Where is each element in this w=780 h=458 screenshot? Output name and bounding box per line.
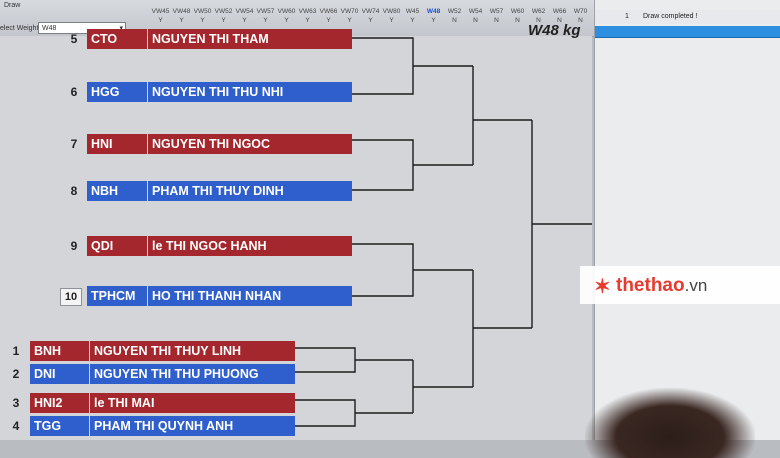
weight-select-value: W48 bbox=[42, 25, 57, 32]
log-row-number: 1 bbox=[625, 13, 629, 20]
tab-vw74[interactable]: VW74 bbox=[361, 8, 380, 15]
tab-status: N bbox=[452, 17, 457, 24]
tab-status: Y bbox=[431, 17, 436, 24]
tab-status: Y bbox=[221, 17, 226, 24]
tab-vw66[interactable]: VW66 bbox=[319, 8, 338, 15]
tab-w70[interactable]: W70 bbox=[573, 8, 588, 15]
log-row[interactable]: 1 Draw completed ! bbox=[595, 10, 780, 24]
seed-number: 3 bbox=[12, 396, 20, 410]
tab-w66[interactable]: W66 bbox=[552, 8, 567, 15]
seed-number: 5 bbox=[70, 32, 78, 46]
tab-status: Y bbox=[263, 17, 268, 24]
seed-number: 4 bbox=[12, 419, 20, 433]
select-weight-label: elect Weight bbox=[0, 25, 39, 32]
tab-vw54[interactable]: VW54 bbox=[235, 8, 254, 15]
seed-number: 2 bbox=[12, 367, 20, 381]
seed-number: 8 bbox=[70, 184, 78, 198]
tab-status: Y bbox=[200, 17, 205, 24]
tab-status: N bbox=[536, 17, 541, 24]
team-code[interactable]: HNI2 bbox=[30, 393, 89, 413]
tab-status: Y bbox=[179, 17, 184, 24]
team-code[interactable]: CTO bbox=[87, 29, 147, 49]
tab-vw57[interactable]: VW57 bbox=[256, 8, 275, 15]
tab-status: Y bbox=[158, 17, 163, 24]
athlete-name[interactable]: HO THI THANH NHAN bbox=[148, 286, 352, 306]
seed-number: 6 bbox=[70, 85, 78, 99]
tab-w48[interactable]: W48 bbox=[426, 8, 441, 15]
tab-vw48[interactable]: VW48 bbox=[172, 8, 191, 15]
team-code[interactable]: BNH bbox=[30, 341, 89, 361]
tab-status: Y bbox=[347, 17, 352, 24]
athlete-name[interactable]: NGUYEN THI THUY LINH bbox=[90, 341, 295, 361]
foreground-plant bbox=[585, 388, 755, 458]
tab-vw50[interactable]: VW50 bbox=[193, 8, 212, 15]
bracket-line-9-10 bbox=[352, 243, 414, 297]
bracket-line-3-4 bbox=[295, 399, 356, 427]
tab-vw60[interactable]: VW60 bbox=[277, 8, 296, 15]
tab-w60[interactable]: W60 bbox=[510, 8, 525, 15]
seed-number: 10 bbox=[60, 288, 82, 306]
brand-suffix: .vn bbox=[684, 276, 708, 295]
weight-tabs-status: YYYYYYYYYYYYYYNNNNNNNN bbox=[150, 17, 612, 24]
tab-status: N bbox=[515, 17, 520, 24]
tab-status: Y bbox=[326, 17, 331, 24]
tab-w45[interactable]: W45 bbox=[405, 8, 420, 15]
athlete-name[interactable]: PHAM THI QUYNH ANH bbox=[90, 416, 295, 436]
athlete-name[interactable]: NGUYEN THI NGOC bbox=[148, 134, 352, 154]
chevron-down-icon: ▾ bbox=[119, 23, 123, 35]
log-panel: 1 Draw completed ! bbox=[594, 0, 780, 440]
tab-status: N bbox=[557, 17, 562, 24]
tab-status: Y bbox=[368, 17, 373, 24]
team-code[interactable]: HGG bbox=[87, 82, 147, 102]
bracket-lines bbox=[295, 37, 592, 427]
athlete-name[interactable]: NGUYEN THI THU NHI bbox=[148, 82, 352, 102]
athlete-name[interactable]: NGUYEN THI THAM bbox=[148, 29, 352, 49]
tab-status: N bbox=[494, 17, 499, 24]
draw-label: Draw bbox=[4, 2, 21, 9]
tab-vw52[interactable]: VW52 bbox=[214, 8, 233, 15]
bracket-line-1-2 bbox=[295, 347, 356, 373]
brand-main: thethao bbox=[616, 275, 685, 296]
team-code[interactable]: QDI bbox=[87, 236, 147, 256]
athlete-name[interactable]: PHAM THI THUY DINH bbox=[148, 181, 352, 201]
tab-w57[interactable]: W57 bbox=[489, 8, 504, 15]
log-selection-bar[interactable] bbox=[595, 26, 780, 38]
team-code[interactable]: TPHCM bbox=[87, 286, 147, 306]
seed-number: 1 bbox=[12, 344, 20, 358]
team-code[interactable]: TGG bbox=[30, 416, 89, 436]
tab-vw80[interactable]: VW80 bbox=[382, 8, 401, 15]
team-code[interactable]: DNI bbox=[30, 364, 89, 384]
bracket-line-5-6 bbox=[352, 37, 414, 95]
tab-w52[interactable]: W52 bbox=[447, 8, 462, 15]
athlete-name[interactable]: NGUYEN THI THU PHUONG bbox=[90, 364, 295, 384]
tab-status: N bbox=[578, 17, 583, 24]
tab-w54[interactable]: W54 bbox=[468, 8, 483, 15]
team-code[interactable]: HNI bbox=[87, 134, 147, 154]
team-code[interactable]: NBH bbox=[87, 181, 147, 201]
tab-vw45[interactable]: VW45 bbox=[151, 8, 170, 15]
tab-w62[interactable]: W62 bbox=[531, 8, 546, 15]
tab-vw63[interactable]: VW63 bbox=[298, 8, 317, 15]
seed-number: 9 bbox=[70, 239, 78, 253]
watermark-text: thethao.vn bbox=[616, 275, 707, 297]
tab-status: N bbox=[473, 17, 478, 24]
bracket-title: W48 kg bbox=[528, 22, 581, 39]
bracket-line-7-8 bbox=[352, 139, 414, 191]
watermark-logo: ✶ thethao.vn bbox=[580, 266, 780, 304]
tab-status: Y bbox=[305, 17, 310, 24]
seed-number: 7 bbox=[70, 137, 78, 151]
tab-status: Y bbox=[410, 17, 415, 24]
tab-status: Y bbox=[242, 17, 247, 24]
tab-status: Y bbox=[284, 17, 289, 24]
log-message: Draw completed ! bbox=[643, 13, 698, 20]
star-logo-icon: ✶ bbox=[594, 276, 611, 298]
tab-vw70[interactable]: VW70 bbox=[340, 8, 359, 15]
athlete-name[interactable]: le THI NGOC HANH bbox=[148, 236, 352, 256]
tab-status: Y bbox=[389, 17, 394, 24]
athlete-name[interactable]: le THI MAI bbox=[90, 393, 295, 413]
